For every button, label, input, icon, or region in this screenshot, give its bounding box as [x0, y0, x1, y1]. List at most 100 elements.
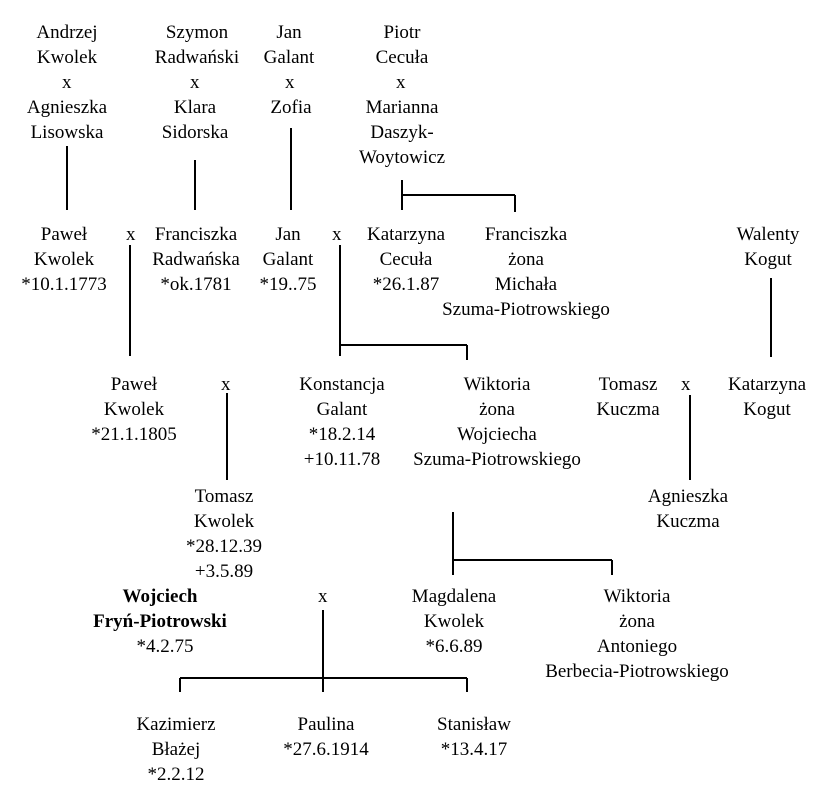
person-pawel-1805-line: Kwolek [103, 399, 165, 420]
person-agnieszka-k-line: Agnieszka [647, 486, 729, 507]
person-jan-jr-line: Galant [262, 249, 314, 270]
person-franciszka-c-line: Franciszka [484, 224, 568, 245]
person-magdalena-line: Kwolek [423, 611, 485, 632]
person-franciszka-r-line: Radwańska [152, 249, 240, 270]
person-walenty-line: Kogut [744, 249, 792, 270]
person-konstancja-line: Konstancja [299, 374, 385, 395]
person-magdalena-line: Magdalena [411, 586, 497, 607]
person-wiktoria-k-line: żona [619, 611, 655, 632]
person-wiktoria-g-line: żona [479, 399, 515, 420]
marriage-symbol: x [318, 586, 328, 607]
person-pawel-1773-line: Kwolek [33, 249, 95, 270]
person-jan-jr-line: *19..75 [259, 274, 317, 295]
marriage-symbol: x [332, 224, 342, 245]
person-wiktoria-g-line: Wojciecha [457, 424, 537, 445]
person-zofia: Zofia [141, 95, 441, 120]
person-paulina-line: Paulina [297, 714, 355, 735]
person-jan-sr-line: Galant [263, 47, 315, 68]
marriage-symbol: x [396, 72, 406, 93]
person-wojciech-line: Wojciech [122, 586, 198, 607]
person-wiktoria-k-line: Antoniego [596, 636, 678, 657]
person-kazimierz-line: Kazimierz [136, 714, 216, 735]
marriage-symbol: x [62, 72, 72, 93]
person-piotr-line: Cecuła [375, 47, 429, 68]
person-andrzej-line: Andrzej [36, 22, 98, 43]
person-tomasz-kwolek-line: Tomasz [194, 486, 254, 507]
person-franciszka-r-line: *ok.1781 [160, 274, 232, 295]
person-agnieszka-l-line: Agnieszka [26, 97, 108, 118]
person-franciszka-c-line: Michała [494, 274, 558, 295]
person-paulina-line: *27.6.1914 [283, 739, 369, 760]
person-katarzyna-c-line: Cecuła [379, 249, 433, 270]
person-stanislaw-line: Stanisław [437, 714, 511, 735]
person-konstancja-line: *18.2.14 [308, 424, 376, 445]
person-pawel-1773-line: Paweł [40, 224, 88, 245]
person-katarzyna-c-line: *26.1.87 [372, 274, 440, 295]
marriage-symbol: x [190, 72, 200, 93]
person-wiktoria-g-line: Wiktoria [463, 374, 531, 395]
person-marianna-line: Marianna [365, 97, 439, 118]
person-klara-line: Klara [173, 97, 217, 118]
person-tomasz-kuczma-line: Tomasz [598, 374, 658, 395]
marriage-symbol: x [681, 374, 691, 395]
person-tomasz-kwolek-line: +3.5.89 [194, 561, 254, 582]
person-agnieszka-l-line: Lisowska [30, 122, 104, 143]
marriage-symbol: x [221, 374, 231, 395]
person-magdalena-line: *6.6.89 [425, 636, 483, 657]
person-wojciech-date-line: *4.2.75 [136, 636, 194, 657]
person-wiktoria-g-line: Szuma-Piotrowskiego [413, 449, 581, 470]
person-jan-sr-line: Jan [276, 22, 302, 43]
person-zofia-line: Zofia [270, 97, 312, 118]
person-konstancja-line: +10.11.78 [303, 449, 381, 470]
person-kazimierz-line: *2.2.12 [147, 764, 205, 785]
person-wiktoria-k-line: Wiktoria [603, 586, 671, 607]
person-klara-line: Sidorska [161, 122, 229, 143]
person-stanislaw: Stanisław*13.4.17 [324, 712, 624, 762]
person-tomasz-kwolek-line: *28.12.39 [186, 536, 262, 557]
person-katarzyna-c-line: Katarzyna [366, 224, 446, 245]
person-katarzyna-k-line: Kogut [743, 399, 791, 420]
person-franciszka-c-line: żona [508, 249, 544, 270]
person-piotr-line: Piotr [383, 22, 421, 43]
person-paulina: Paulina *27.6.1914 [176, 712, 476, 762]
marriage-symbol: x [285, 72, 295, 93]
person-wojciech-line: Fryń-Piotrowski [93, 611, 227, 632]
person-marianna-line: Daszyk- [370, 122, 434, 143]
person-walenty-line: Walenty [736, 224, 800, 245]
person-tomasz-kwolek-line: Kwolek [193, 511, 255, 532]
person-agnieszka-k-line: Kuczma [656, 511, 720, 532]
person-kazimierz-line: Błażej [151, 739, 201, 760]
person-katarzyna-k-line: Katarzyna [727, 374, 807, 395]
person-jan-jr-line: Jan [275, 224, 301, 245]
person-andrzej-line: Kwolek [36, 47, 98, 68]
person-franciszka-c-line: Szuma-Piotrowskiego [442, 299, 610, 320]
person-franciszka-r-line: Franciszka [154, 224, 238, 245]
person-tomasz-kuczma-line: Kuczma [596, 399, 660, 420]
person-szymon-line: Radwański [154, 47, 240, 68]
person-konstancja-line: Galant [316, 399, 368, 420]
marriage-symbol: x [126, 224, 136, 245]
person-wojciech-date: *4.2.75 [15, 634, 315, 659]
person-pawel-1805-line: Paweł [110, 374, 158, 395]
person-pawel-1805-line: *21.1.1805 [91, 424, 177, 445]
